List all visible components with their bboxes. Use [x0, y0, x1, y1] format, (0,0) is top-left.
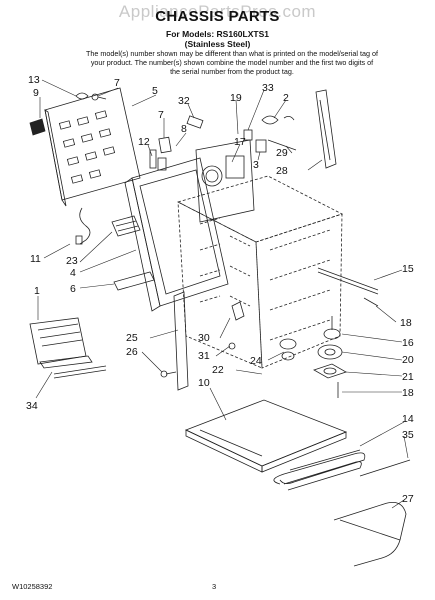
callout-31: 31 [198, 350, 210, 362]
callout-27: 27 [402, 493, 414, 505]
callout-7-b: 7 [158, 109, 164, 121]
rail-drawing [315, 89, 337, 169]
callout-22: 22 [212, 364, 224, 376]
vent-drawing [111, 215, 141, 237]
fan-stack-drawing [313, 316, 347, 398]
callout-11: 11 [30, 253, 41, 265]
wire-harness-drawing [79, 207, 91, 245]
clip-drawing [75, 92, 107, 101]
rod-drawing [317, 267, 379, 295]
callout-35: 35 [402, 429, 414, 441]
callout-32: 32 [178, 95, 190, 107]
label-plate-drawing [29, 118, 46, 136]
drawer-element-drawing [333, 501, 407, 567]
callout-30: 30 [198, 332, 210, 344]
callout-34: 34 [26, 400, 38, 412]
callout-18-lower: 18 [402, 387, 414, 399]
rear-panel-drawing [44, 87, 141, 207]
callout-26: 26 [126, 346, 138, 358]
callout-16: 16 [402, 337, 414, 349]
callout-9: 9 [33, 87, 39, 99]
page-number: 3 [212, 582, 217, 591]
bottom-tray-drawing [184, 399, 348, 473]
callout-2: 2 [283, 92, 289, 104]
callout-23: 23 [66, 255, 78, 267]
document-number: W10258392 [12, 582, 53, 591]
callout-5: 5 [152, 85, 158, 97]
convection-assembly-drawing [195, 139, 255, 223]
trim-strip-drawing [173, 291, 189, 391]
models-line: For Models: RS160LXTS1 [166, 29, 269, 39]
bake-element-drawing [273, 449, 411, 491]
callout-18-upper: 18 [400, 317, 412, 329]
callout-3: 3 [253, 159, 259, 171]
callout-19: 19 [230, 92, 242, 104]
callout-4: 4 [70, 267, 76, 279]
callout-13: 13 [28, 74, 40, 86]
callout-24: 24 [250, 355, 262, 367]
watermark: AppliancePartsPros.com [118, 2, 317, 21]
callout-10: 10 [198, 377, 210, 389]
callout-20: 20 [402, 354, 414, 366]
callout-21: 21 [402, 371, 414, 383]
side-panel-drawing [124, 157, 229, 312]
page-title: CHASSIS PARTS [155, 8, 280, 25]
callout-12: 12 [138, 136, 150, 148]
callout-1: 1 [34, 285, 40, 297]
callout-8: 8 [181, 123, 187, 135]
callout-29: 29 [276, 147, 288, 159]
oven-cavity-drawing [176, 175, 344, 369]
callout-33: 33 [262, 82, 274, 94]
strip-drawing [113, 271, 155, 291]
callout-6: 6 [70, 283, 76, 295]
callout-7: 7 [114, 77, 120, 89]
callout-17: 17 [234, 136, 246, 148]
model-notice: The model(s) number shown may be differe… [86, 49, 378, 76]
callout-25: 25 [126, 332, 138, 344]
finish-line: (Stainless Steel) [184, 39, 251, 49]
callout-28: 28 [276, 165, 288, 177]
callout-14: 14 [402, 413, 414, 425]
callout-15: 15 [402, 263, 414, 275]
